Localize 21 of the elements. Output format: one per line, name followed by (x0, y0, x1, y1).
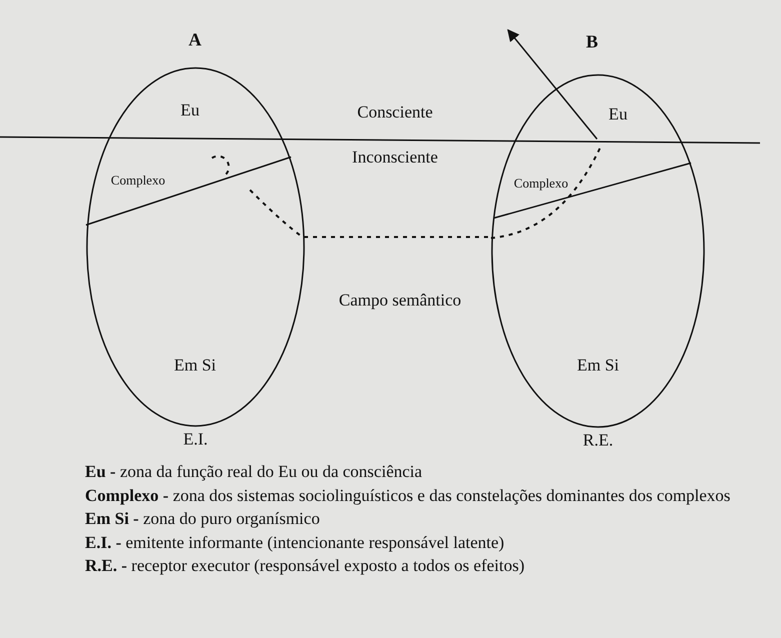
zone-label: Inconsciente (352, 146, 438, 168)
role-label: E.I. (183, 428, 208, 450)
zone-label: Complexo (514, 174, 568, 192)
zone-label: Eu (608, 103, 628, 126)
zone-label: Em Si (576, 354, 620, 376)
arrow (507, 29, 598, 140)
ellipse (491, 74, 705, 428)
role-label: R.E. (582, 429, 614, 452)
zone-label: Eu (180, 99, 200, 122)
diagram-letter: B (586, 30, 598, 54)
diagram-letter: A (188, 28, 202, 52)
definition-text: E.I. - emitente informante (intencionante responsável latente) (85, 532, 506, 554)
definition-text: Eu - zona da função real do Eu ou da consciência (85, 461, 424, 483)
zone-label: Campo semântico (338, 289, 462, 312)
definition-text: Complexo - zona dos sistemas sociolinguísticos e das constelações dominantes dos complexos (85, 484, 732, 507)
zone-label: Consciente (357, 101, 433, 124)
ellipse (86, 67, 305, 427)
zone-label: Complexo (110, 171, 166, 190)
definition-text: Em Si - zona do puro organísmico (85, 508, 321, 530)
zone-label: Em Si (174, 354, 216, 376)
definition-text: R.E. - receptor executor (responsável exposto a todos os efeitos) (85, 555, 526, 577)
